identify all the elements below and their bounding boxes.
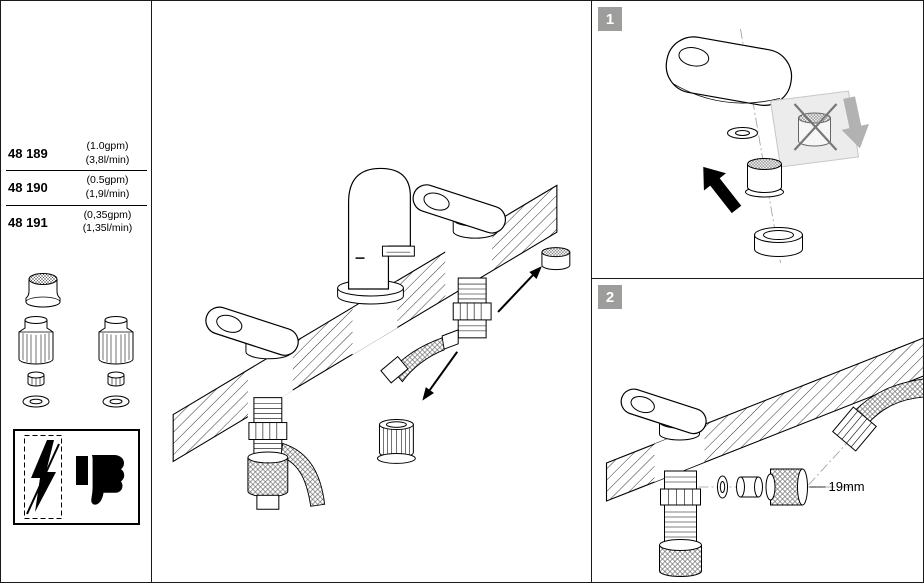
left-handle (205, 306, 299, 360)
flow-restrictor-icon (25, 273, 61, 308)
part-row: 48 191 (0,35gpm) (1,35l/min) (6, 205, 147, 239)
part-number: 48 191 (8, 214, 48, 230)
flow-restrictor-icon (745, 158, 784, 198)
parts-table: 48 189 (1.0gpm) (3,8l/min) 48 190 (0.5gp… (6, 137, 147, 239)
crossed-out-aerator (769, 90, 860, 168)
washer-pair (22, 395, 130, 408)
step-2-connection-view: 19mm (605, 337, 923, 577)
part-row: 48 189 (1.0gpm) (3,8l/min) (6, 137, 147, 172)
flow-rate: (0.5gpm) (1,9l/min) (68, 170, 147, 206)
coupling-nut-part (376, 419, 416, 464)
dimension-label: 19mm (829, 479, 865, 494)
aerator-arrow-icon (497, 266, 542, 313)
coupling-nut-pair (15, 315, 137, 367)
aerator-part (541, 247, 571, 271)
thumbs-down-icon (75, 455, 124, 505)
coupling-arrow-icon (422, 351, 459, 401)
parts-panel: 48 189 (1.0gpm) (3,8l/min) 48 190 (0.5gp… (1, 1, 152, 582)
supply-hose (832, 378, 923, 452)
ring-nut-icon (754, 227, 803, 257)
no-electric-lightning-icon (24, 435, 63, 519)
left-supply-shank (247, 397, 326, 510)
lever-handle (620, 388, 707, 441)
handle-cap (665, 36, 793, 106)
step-2-badge: 2 (598, 285, 622, 309)
main-assembly-drawing (172, 167, 571, 510)
right-supply-shank (380, 277, 492, 384)
spout (337, 167, 415, 305)
adapter-19mm (765, 468, 808, 506)
flow-rate: (1.0gpm) (3,8l/min) (68, 137, 147, 172)
braided-hose (280, 442, 326, 507)
steps-column: 1 (591, 1, 923, 582)
main-drawing-panel (152, 1, 591, 582)
install-arrow-icon (703, 166, 742, 214)
nut-icon (27, 371, 45, 387)
part-number: 48 189 (6, 137, 68, 172)
nut-icon (107, 371, 125, 387)
coupling-nut-icon (98, 316, 134, 365)
step-1-badge: 1 (598, 7, 622, 31)
right-handle (412, 184, 507, 239)
nut-pair (26, 371, 126, 388)
washer-icon (22, 395, 50, 408)
part-row: 48 190 (0.5gpm) (1,9l/min) (6, 170, 147, 206)
check-valve-icon (736, 476, 763, 498)
step-1-exploded-view (665, 28, 870, 264)
part-number: 48 190 (6, 170, 68, 206)
washer-icon (727, 127, 758, 139)
washer-icon (717, 475, 728, 499)
coupling-nut-icon (18, 316, 54, 365)
step-1-panel: 1 (592, 1, 923, 279)
washer-icon (102, 395, 130, 408)
warning-box (13, 429, 140, 525)
threaded-shank (659, 470, 702, 577)
step-2-panel: 2 (592, 279, 923, 582)
discard-arrow-icon (841, 96, 870, 149)
flow-rate: (0,35gpm) (1,35l/min) (82, 208, 133, 235)
